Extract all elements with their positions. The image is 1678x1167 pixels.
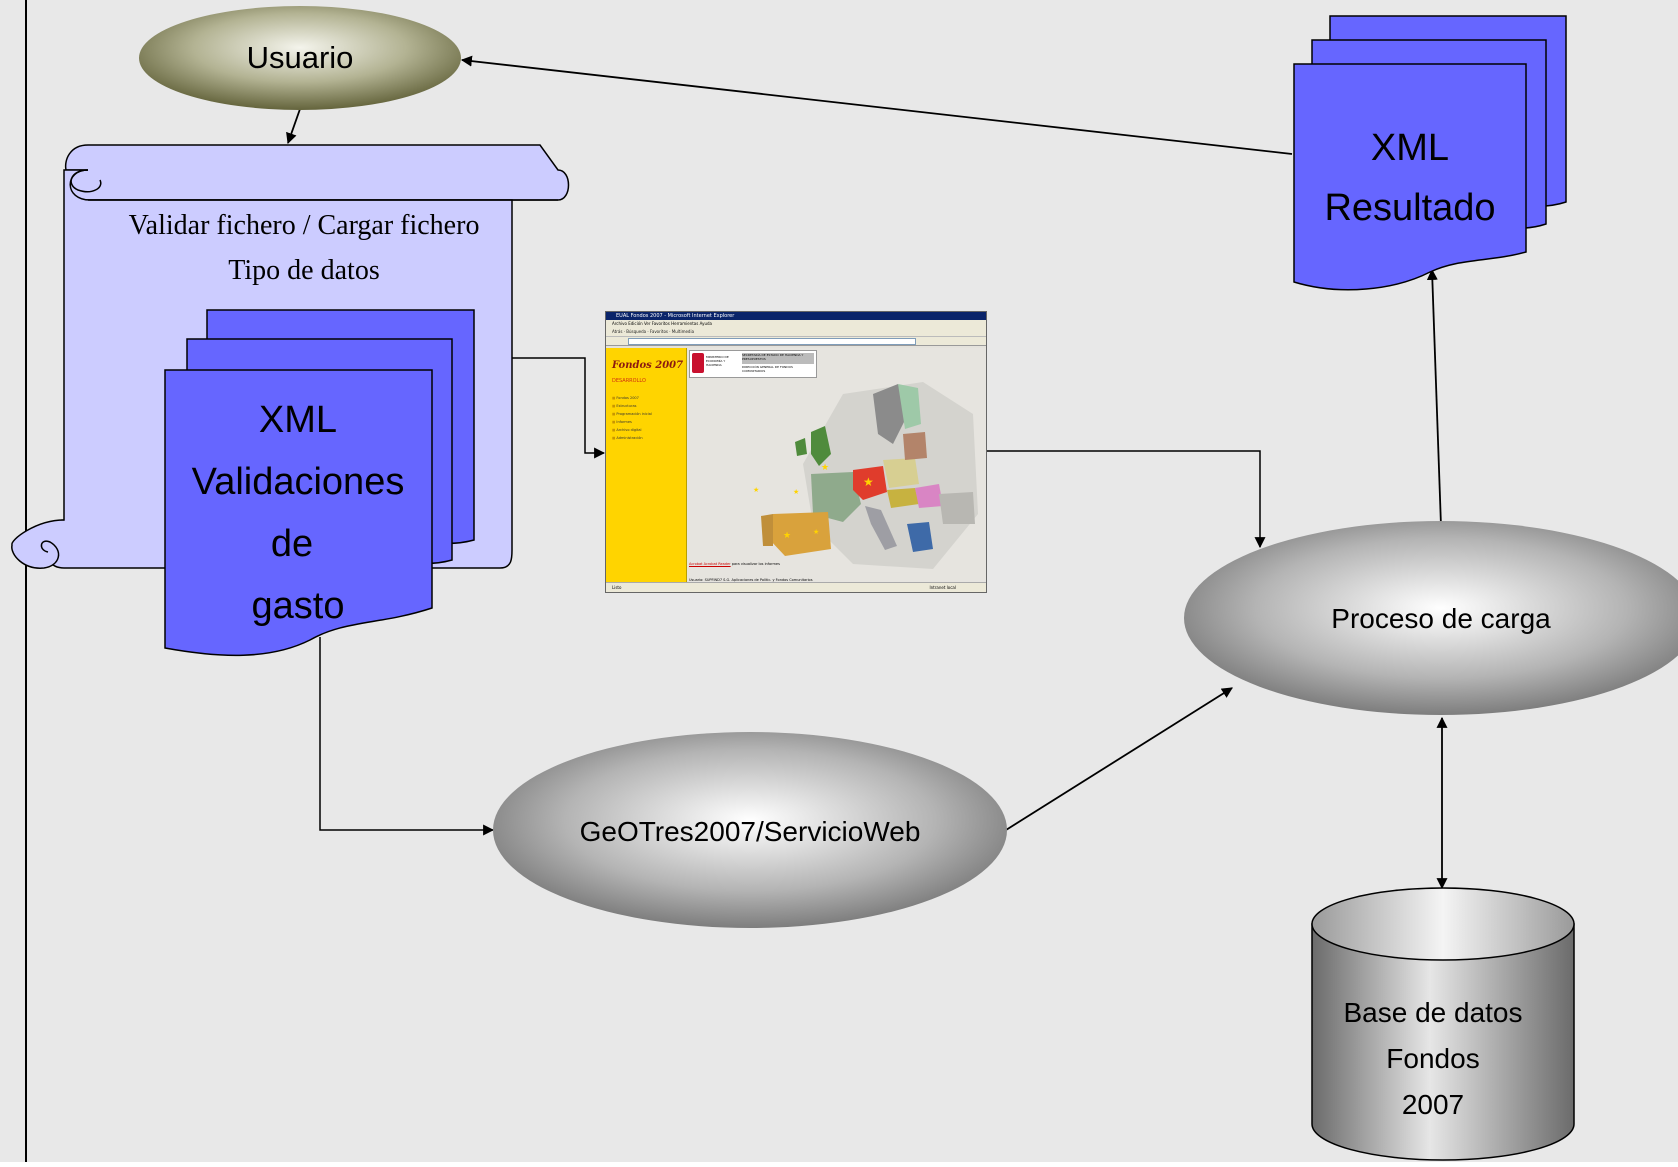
secretaria-name: SECRETARÍA DE ESTADO DE HACIENDA Y PRESU…: [742, 353, 814, 364]
xml-validaciones-node: XML Validaciones de gasto: [164, 309, 475, 657]
map-star: ★: [753, 486, 759, 494]
acrobat-link: Acrobat Acrobat Reader: [689, 562, 731, 566]
usuario-ellipse: [139, 6, 461, 110]
ministry-name: MINISTERIO DE ECONOMÍA Y HACIENDA: [706, 355, 729, 367]
coat-of-arms: [692, 353, 704, 373]
map-star: ★: [813, 528, 819, 536]
usuario-label: Usuario: [247, 40, 354, 75]
cylinder-body: [1311, 923, 1575, 1161]
tree-item: Fondos 2007: [612, 394, 652, 402]
map-portugal: [761, 514, 773, 546]
tree-item: Archivo digital: [612, 426, 652, 434]
map-italy: [865, 506, 897, 550]
resultado-line-2: Resultado: [1324, 187, 1495, 229]
user-line: Usuario: SUPFIND7 S.G. Aplicaciones de P…: [689, 578, 813, 582]
validaciones-line-3: de: [271, 523, 313, 565]
proceso-label: Proceso de carga: [1331, 603, 1551, 634]
edge-validaciones-to-servicio: [319, 637, 495, 836]
browser-menubar: Archivo Edición Ver Favoritos Herramient…: [606, 320, 986, 327]
map-czech: [887, 488, 919, 508]
servicio-node: GeOTres2007/ServicioWeb: [493, 732, 1007, 928]
browser-toolbar: Atrás · Búsqueda · Favoritos · Multimedi…: [606, 327, 986, 337]
basedatos-line-3: 2007: [1402, 1089, 1464, 1120]
edge-resultado-to-usuario: [460, 55, 1293, 155]
browser-address-bar: [606, 337, 986, 346]
browser-statusbar: Listo Intranet local: [606, 582, 986, 592]
cylinder-top: [1311, 887, 1575, 961]
tree-item: Estructuras: [612, 402, 652, 410]
proceso-node: Proceso de carga: [1184, 521, 1678, 715]
scroll-line-1: Validar fichero / Cargar fichero: [129, 210, 480, 241]
app-left-pane: Fondos 2007 DESARROLLO Fondos 2007 Estru…: [606, 348, 687, 582]
doc-front: [164, 369, 433, 657]
app-logo: Fondos 2007: [612, 360, 684, 371]
xml-resultado-node: XML Resultado: [1293, 15, 1567, 291]
app-tree: Fondos 2007 Estructuras Programación ini…: [612, 394, 652, 442]
app-main-pane: MINISTERIO DE ECONOMÍA Y HACIENDA SECRET…: [687, 348, 986, 582]
map-france: [811, 472, 861, 522]
validaciones-line-1: XML: [259, 399, 337, 441]
tree-item: Administración: [612, 434, 652, 442]
zone-text: Intranet local: [929, 585, 956, 590]
servicio-ellipse: [493, 732, 1007, 928]
scroll-line-2: Tipo de datos: [228, 255, 379, 286]
map-east: [939, 492, 975, 524]
scroll-top-curl: [70, 169, 102, 193]
map-star: ★: [793, 488, 799, 496]
web-application-screenshot: EUAL Fondos 2007 - Microsoft Internet Ex…: [605, 311, 987, 593]
map-greece: [907, 522, 933, 552]
footer-line: Acrobat Acrobat Reader para visualizar l…: [689, 562, 780, 566]
browser-titlebar: EUAL Fondos 2007 - Microsoft Internet Ex…: [606, 312, 986, 320]
map-scandinavia: [873, 384, 908, 444]
servicio-label: GeOTres2007/ServicioWeb: [580, 816, 921, 847]
proceso-ellipse: [1184, 521, 1678, 715]
ministry-header: MINISTERIO DE ECONOMÍA Y HACIENDA SECRET…: [689, 350, 817, 378]
basedatos-line-2: Fondos: [1386, 1043, 1479, 1074]
basedatos-line-1: Base de datos: [1343, 997, 1522, 1028]
validaciones-line-2: Validaciones: [192, 461, 405, 503]
map-spain: [769, 512, 831, 556]
scroll-bottom-curl: [11, 519, 65, 569]
resultado-line-1: XML: [1371, 127, 1449, 169]
map-poland: [883, 458, 919, 488]
validaciones-line-4: gasto: [252, 585, 345, 627]
edge-webapp-to-proceso: [985, 450, 1266, 549]
base-datos-node: Base de datos Fondos 2007: [1311, 887, 1575, 1161]
map-britain: [811, 426, 831, 466]
result-doc-front: [1293, 63, 1527, 291]
direccion-name: DIRECCIÓN GENERAL DE FONDOS COMUNITARIOS: [742, 365, 793, 373]
usuario-node: Usuario: [139, 6, 461, 110]
tree-item: Informes: [612, 418, 652, 426]
map-star: ★: [821, 462, 829, 472]
edge-scroll-to-webapp: [510, 357, 606, 459]
edge-usuario-to-scroll: [286, 108, 301, 145]
footer-text: para visualizar los informes: [731, 562, 780, 566]
app-subtitle: DESARROLLO: [612, 378, 646, 384]
address-field: [628, 338, 916, 345]
map-romania: [915, 484, 943, 508]
status-text: Listo: [612, 585, 622, 590]
map-ireland: [795, 438, 807, 456]
map-baltics: [903, 432, 927, 460]
edge-proceso-to-resultado: [1426, 268, 1442, 527]
map-finland: [898, 384, 921, 429]
tree-item: Programación inicial: [612, 410, 651, 418]
map-star: ★: [863, 475, 874, 489]
map-star: ★: [783, 530, 791, 540]
europe-map: ★ ★ ★ ★ ★ ★: [753, 382, 978, 569]
map-germany: [853, 466, 887, 500]
scroll-top-roll: [64, 144, 570, 201]
edge-servicio-to-proceso: [1005, 687, 1233, 831]
